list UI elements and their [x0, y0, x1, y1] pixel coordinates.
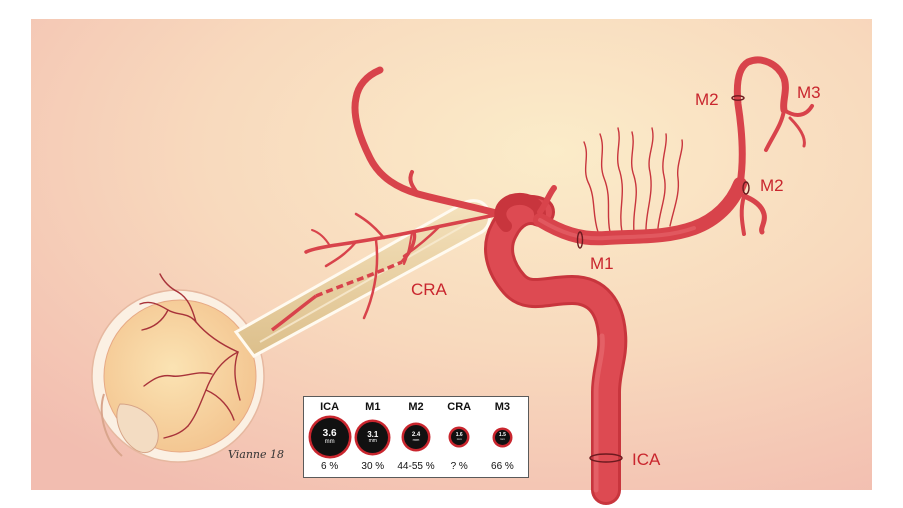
legend-diameter-unit: mm — [368, 437, 377, 444]
label-m2-superior: M2 — [695, 90, 719, 109]
legend-vessel-name: ICA — [320, 401, 340, 413]
legend-percent: ? % — [450, 461, 468, 472]
lenticulostriate-arteries — [583, 127, 684, 233]
eyeball — [91, 273, 265, 463]
label-ica: ICA — [632, 450, 661, 469]
legend-diameter-value: 3.6 — [322, 428, 337, 439]
label-m2-inferior: M2 — [760, 176, 784, 195]
legend-diameter-unit: mm — [499, 437, 505, 441]
middle-cerebral-artery — [533, 56, 814, 249]
legend-diameter-unit: mm — [412, 437, 420, 442]
label-m1: M1 — [590, 254, 614, 273]
legend-percent: 30 % — [361, 461, 385, 472]
legend-vessel-name: CRA — [447, 401, 472, 413]
internal-carotid-artery — [484, 185, 628, 505]
legend-vessel-name: M3 — [494, 401, 511, 413]
legend-diameter-value: 1.5 — [498, 432, 506, 438]
legend-percent: 66 % — [491, 461, 514, 472]
label-m3: M3 — [797, 83, 821, 102]
legend-vessel-name: M2 — [408, 401, 424, 413]
legend-diameter-value: 2.4 — [411, 432, 421, 438]
legend-percent: 6 % — [320, 461, 339, 472]
legend-diameter-unit: mm — [456, 437, 462, 441]
label-cra: CRA — [411, 280, 447, 299]
legend-vessel-name: M1 — [365, 401, 381, 413]
legend-diameter-value: 1.6 — [455, 432, 463, 438]
legend-percent: 44-55 % — [397, 461, 435, 472]
artist-signature: Vianne 18 — [228, 448, 284, 461]
ophthalmic-artery — [304, 66, 504, 320]
legend-diameter-value: 3.1 — [367, 429, 379, 439]
legend-diameter-unit: mm — [324, 439, 335, 445]
